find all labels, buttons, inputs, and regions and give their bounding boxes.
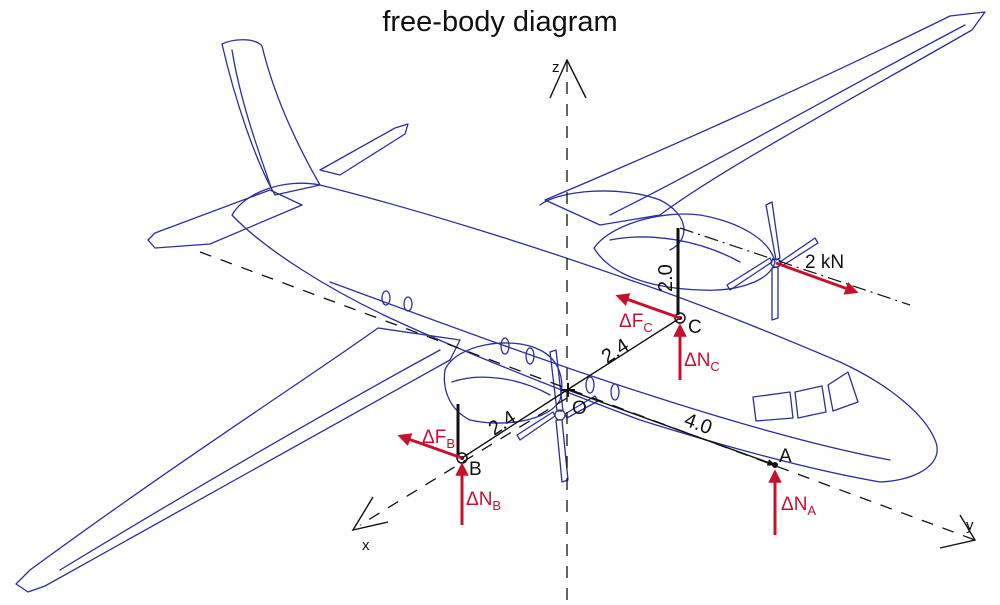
nacelle-left-line [451, 376, 551, 396]
thrust-line-of-action [679, 227, 911, 306]
point-B-label: B [469, 459, 482, 480]
aircraft-outline [15, 11, 986, 593]
dim-label-OC: 2.4 [598, 335, 633, 369]
force-thrust-arrow [775, 261, 859, 295]
forces: 2 kN ΔFC ΔNC ΔFB ΔNB ΔNA [397, 252, 859, 535]
force-dF-C-arrow [615, 293, 681, 320]
force-dF-C-label: ΔFC [619, 311, 653, 335]
horizontal-stabilizer-left [147, 189, 303, 249]
cockpit-window-1 [752, 391, 794, 422]
wing-right [544, 11, 986, 226]
z-arrowhead [549, 58, 587, 99]
x-axis-label: x [362, 537, 370, 554]
dim-line-OA [567, 389, 776, 466]
wing-left [15, 327, 461, 593]
point-C-marker [674, 312, 686, 324]
point-O-cross [561, 383, 575, 397]
force-dN-A-label: ΔNA [781, 494, 816, 518]
horizontal-stabilizer-right [319, 123, 409, 176]
point-C-label: C [688, 317, 702, 338]
point-O-label: O [572, 398, 587, 419]
force-dF-B-arrow [397, 433, 463, 460]
wing-right-flap-line [609, 24, 966, 216]
x-axis-line [359, 397, 568, 526]
fuselage-crease [329, 281, 891, 461]
dim-line-OC [566, 317, 681, 391]
points: C B A O [456, 312, 792, 480]
y-axis-line [199, 251, 976, 541]
rudder-line [231, 49, 273, 191]
force-dF-B-label: ΔFB [422, 427, 455, 451]
page-title: free-body diagram [382, 6, 618, 38]
force-thrust-label: 2 kN [805, 252, 844, 273]
nacelle-right-line [609, 236, 741, 263]
z-axis-label: z [552, 59, 560, 76]
force-dN-B-label: ΔNB [466, 489, 501, 513]
y-axis-label: y [966, 517, 974, 534]
cockpit-window-2 [794, 385, 827, 419]
wing-root-fairing [539, 190, 685, 251]
dim-label-C-height: 2.0 [655, 264, 677, 292]
axes: z y x [199, 58, 977, 600]
nacelle-right [593, 213, 776, 291]
cabin-windows [381, 290, 620, 401]
point-A-label: A [779, 446, 792, 467]
x-arrowhead [351, 496, 389, 532]
cockpit-window-3 [827, 371, 859, 412]
fuselage [231, 182, 938, 483]
wing-left-flap-line [59, 349, 441, 571]
dim-line-OB [461, 389, 568, 459]
vertical-stabilizer [221, 39, 321, 196]
dim-label-OB: 2.4 [485, 407, 520, 441]
point-A-dot [772, 462, 778, 468]
y-arrowhead [939, 514, 977, 549]
force-dN-C-label: ΔNC [684, 350, 720, 374]
